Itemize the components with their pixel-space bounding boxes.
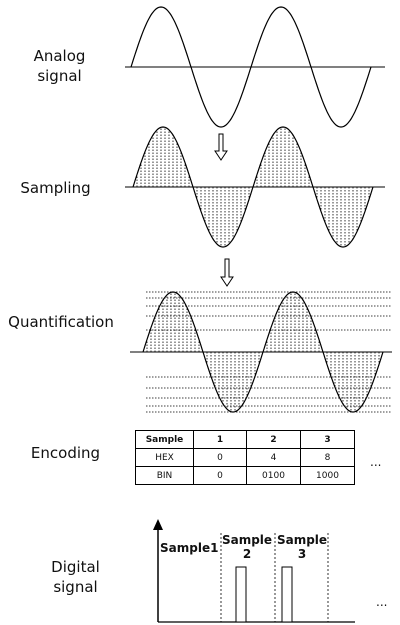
table-ellipsis: ...	[370, 455, 382, 469]
table-cell: 8	[300, 448, 355, 467]
table-row: Sample 1 2 3	[135, 430, 355, 449]
table-header-cell: Sample	[135, 430, 194, 449]
sample3-label: Sample 3	[276, 533, 328, 561]
down-arrow-icon	[214, 133, 228, 161]
table-header-cell: 1	[193, 430, 247, 449]
sample2-label: Sample 2	[221, 533, 273, 561]
quantification-wave	[130, 291, 392, 413]
sampling-label: Sampling	[20, 179, 91, 197]
table-cell: 4	[246, 448, 301, 467]
digital-signal-label: Digital signal	[51, 558, 100, 596]
table-row: BIN 0 0100 1000	[135, 466, 355, 485]
digital-signal-plot	[153, 519, 355, 623]
analog-signal-wave	[125, 6, 385, 128]
table-row: HEX 0 4 8	[135, 448, 355, 467]
table-cell: HEX	[135, 448, 194, 467]
table-cell: 0	[193, 466, 247, 485]
axis-arrow-icon	[153, 519, 163, 530]
sample-2-pulse	[235, 566, 247, 623]
table-cell: 1000	[300, 466, 355, 485]
sample1-label: Sample1	[160, 541, 219, 555]
quantification-label: Quantification	[8, 313, 114, 331]
encoding-table: Sample 1 2 3 HEX 0 4 8 BIN 0 0100 1000	[135, 430, 355, 485]
table-cell: 0	[193, 448, 247, 467]
table-header-cell: 2	[246, 430, 301, 449]
encoding-label: Encoding	[30, 444, 101, 462]
analog-signal-label: Analog signal	[33, 47, 86, 85]
table-header-cell: 3	[300, 430, 355, 449]
sample-3-pulse	[281, 566, 293, 623]
table-cell: 0100	[246, 466, 301, 485]
digital-ellipsis: ...	[376, 595, 388, 609]
down-arrow-icon	[220, 258, 234, 287]
sampling-wave	[125, 126, 385, 248]
table-cell: BIN	[135, 466, 194, 485]
